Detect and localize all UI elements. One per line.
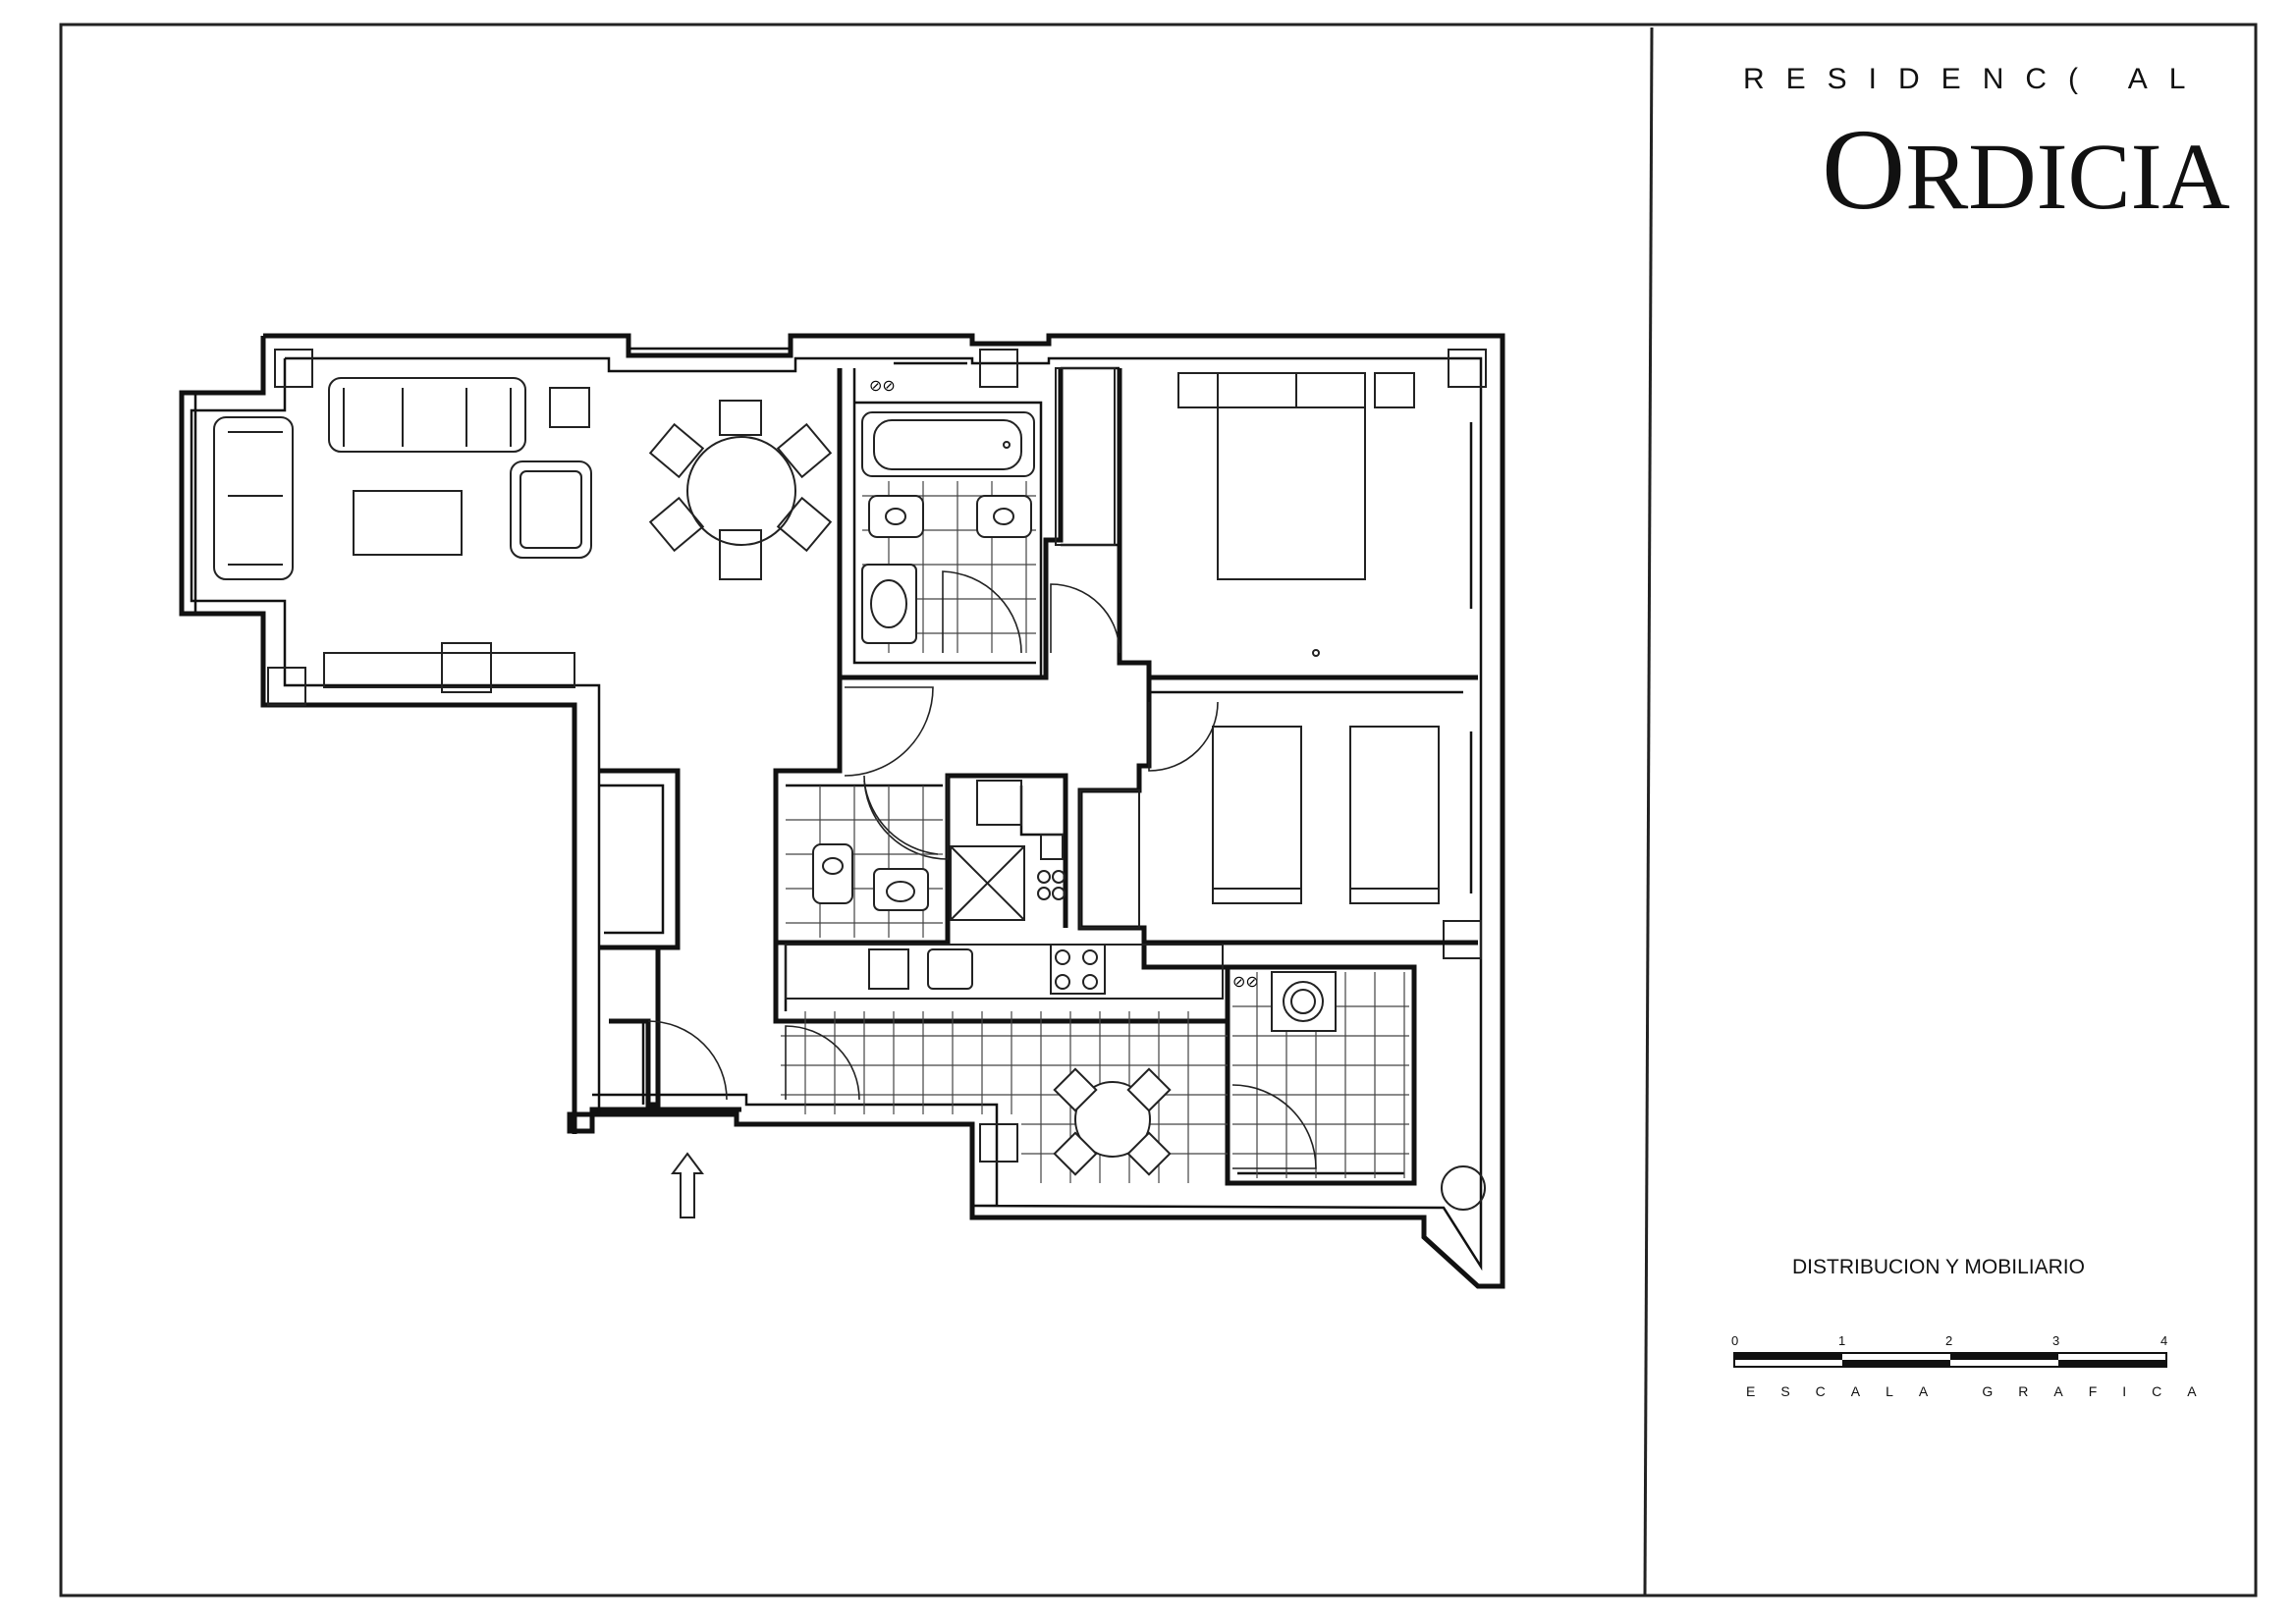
wardrobe	[1079, 789, 1140, 929]
bedroom-1	[1050, 367, 1415, 657]
title-ordicia-initial: O	[1822, 105, 1905, 234]
bidet	[976, 495, 1032, 538]
scale-tick-2: 2	[1945, 1333, 1952, 1348]
kitchen-table	[1074, 1081, 1151, 1158]
scale-tick-1: 1	[1838, 1333, 1845, 1348]
exterior-walls	[179, 333, 1505, 1289]
title-ordicia: ORDICIA	[1822, 105, 2230, 234]
floor-plan: ⊘⊘	[179, 333, 1505, 1289]
bathroom-1: ⊘⊘	[861, 378, 1036, 654]
sofa	[213, 416, 294, 580]
sheet-frame	[59, 23, 2258, 1597]
interior-walls	[599, 347, 1478, 1186]
single-bed	[1349, 726, 1440, 904]
wardrobe	[1055, 367, 1116, 546]
hall-doors	[844, 686, 949, 860]
sink	[927, 948, 973, 990]
living-room-furniture	[213, 377, 833, 693]
kitchen: ⊘⊘	[781, 944, 1259, 1183]
title-residencial: RESIDENC( AL	[1743, 63, 2207, 95]
svg-text:⊘⊘: ⊘⊘	[1232, 974, 1259, 991]
scale-tick-4: 4	[2160, 1333, 2167, 1348]
scale-tick-0: 0	[1731, 1333, 1738, 1348]
washbasin	[861, 564, 917, 644]
entrance-arrow-icon	[671, 1152, 704, 1218]
sofa	[328, 377, 526, 453]
title-ordicia-rest: RDICIA	[1905, 124, 2230, 229]
washbasin	[873, 868, 929, 911]
cooktop	[1050, 944, 1106, 995]
entry	[647, 1020, 728, 1218]
title-block: RESIDENC( AL ORDICIA DISTRIBUCION Y MOBI…	[1731, 63, 2230, 1399]
single-bed	[1212, 726, 1302, 904]
laundry-terrace	[1231, 971, 1486, 1211]
title-block-divider	[1643, 27, 1654, 1596]
double-bed	[1217, 372, 1366, 580]
kitchen-counter	[785, 944, 1224, 1000]
bathroom-2	[786, 780, 1066, 938]
column-round	[1441, 1165, 1486, 1211]
structural-columns	[267, 349, 1487, 1163]
washing-machine	[1271, 971, 1337, 1032]
dining-table	[686, 436, 796, 546]
bathtub	[861, 411, 1035, 477]
scale-caption: ESCALA GRAFICA	[1746, 1383, 2222, 1399]
svg-text:⊘⊘: ⊘⊘	[869, 378, 896, 395]
bedroom-2	[1079, 701, 1440, 929]
graphic-scale: 0 1 2 3 4 ESCALA GRAFICA	[1731, 1333, 2222, 1399]
coffee-table	[353, 490, 463, 556]
toilet	[868, 495, 924, 538]
armchair	[510, 460, 592, 559]
scale-tick-3: 3	[2052, 1333, 2059, 1348]
subtitle-distribucion: DISTRIBUCION Y MOBILIARIO	[1792, 1256, 2085, 1278]
